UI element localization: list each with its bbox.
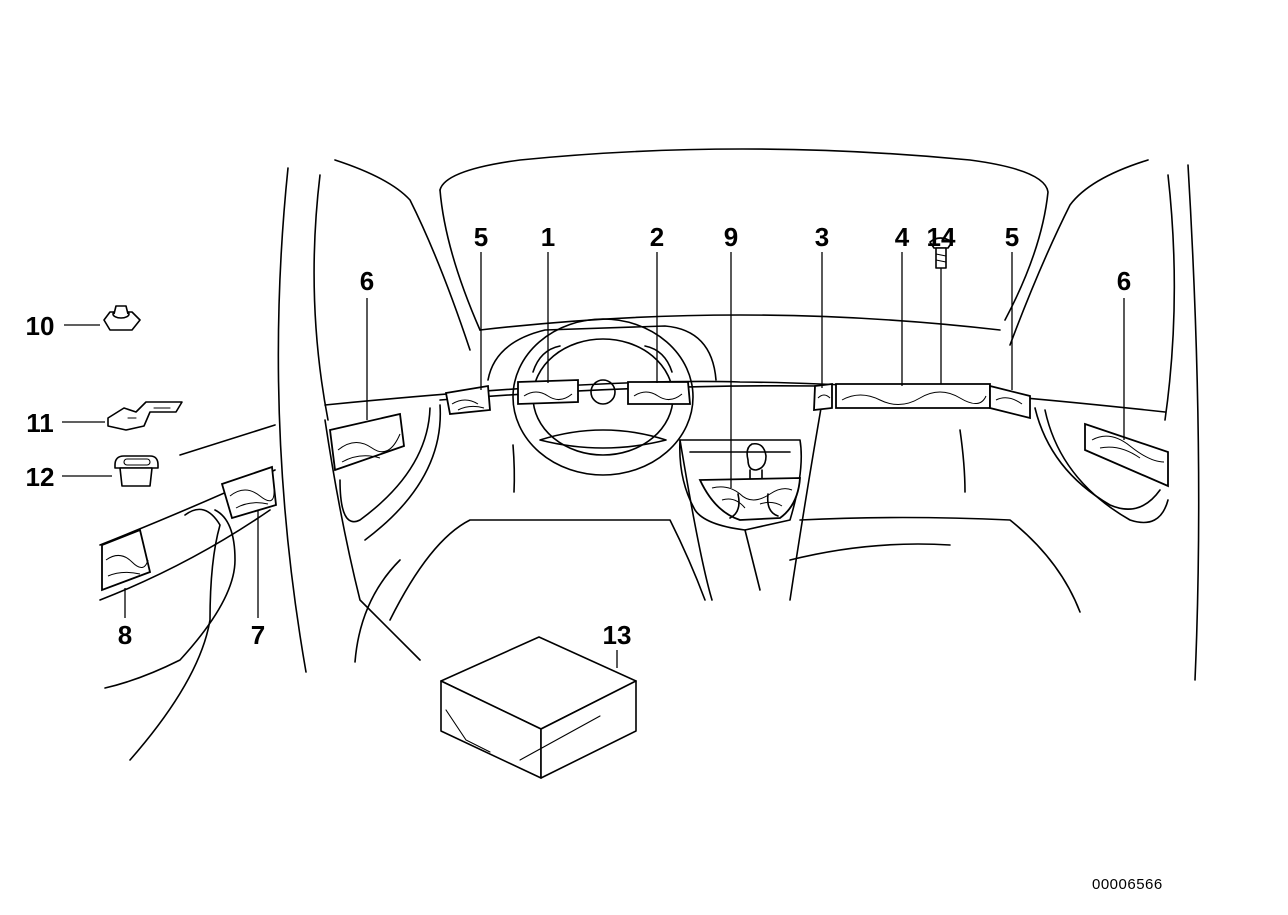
dash-trim-2 [627,381,691,405]
left-door-panel [324,419,421,661]
callout-3: 3 [814,222,830,252]
callout-6-left: 6 [359,266,375,296]
grommet-part [114,455,159,487]
bracket-clip-part [107,401,183,431]
steering-wheel [512,318,694,476]
callout-10: 10 [25,311,55,341]
door-trim-6-right [1084,422,1169,488]
dash-trim-4 [835,383,991,409]
windshield-outline [439,148,1049,321]
callout-14: 14 [926,222,956,252]
right-seat-outline [799,516,1081,613]
callout-13: 13 [602,620,632,650]
callout-8: 8 [117,620,133,650]
nut-part [103,305,141,331]
dash-trim-1 [517,379,579,405]
right-a-pillar [1009,159,1149,346]
center-console [678,439,803,531]
callout-11: 11 [26,408,54,438]
callout-6-right: 6 [1116,266,1132,296]
door-trim-7 [220,465,277,520]
callout-2: 2 [649,222,665,252]
console-wood-trim [698,477,801,521]
dash-trim-5-right [989,384,1031,420]
dash-trim-3 [813,382,833,412]
instrument-hood [487,325,717,381]
callout-5-left: 5 [473,222,489,252]
dashboard-top [479,314,1001,331]
callout-7: 7 [250,620,266,650]
callout-4: 4 [894,222,910,252]
trim-kit-box [440,636,637,779]
callout-5-right: 5 [1004,222,1020,252]
steering-hub [590,379,616,405]
callout-9: 9 [723,222,739,252]
callout-1: 1 [540,222,556,252]
callout-12: 12 [25,462,55,492]
screw-part [929,237,953,269]
gear-lever [746,442,767,471]
door-trim-6-left [329,412,405,472]
door-trim-8 [101,528,152,592]
left-seat-outline [389,519,706,621]
left-a-pillar [334,159,471,351]
document-id: 00006566 [1092,876,1163,893]
